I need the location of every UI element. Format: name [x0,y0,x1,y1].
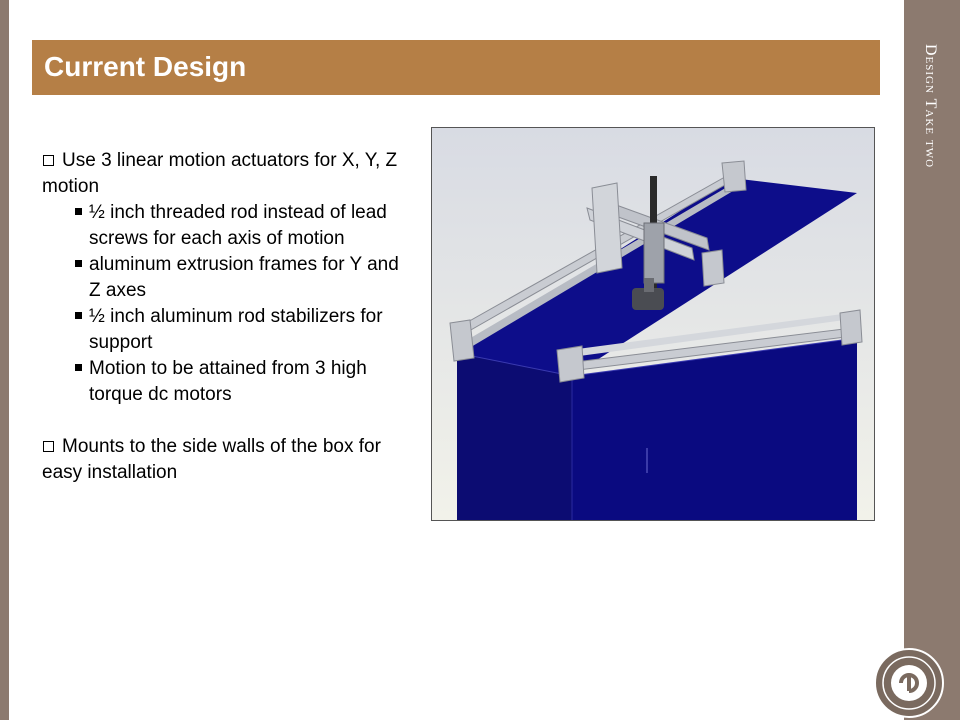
bullet-text: Mounts to the side walls of the box for … [42,436,381,483]
bullet-text: Use 3 linear motion actuators for X, Y, … [42,150,398,197]
sub-bullet-item: aluminum extrusion frames for Y and Z ax… [75,252,414,304]
cad-render-image [431,127,875,521]
sub-bullet-item: Motion to be attained from 3 high torque… [75,356,414,408]
square-bullet-icon [75,364,82,371]
cad-model-drawing [432,128,874,520]
bullet-item: Use 3 linear motion actuators for X, Y, … [42,148,414,200]
checkbox-bullet-icon [43,155,54,166]
content-list: Use 3 linear motion actuators for X, Y, … [42,148,414,486]
checkbox-bullet-icon [43,441,54,452]
sub-bullet-item: ½ inch threaded rod instead of lead scre… [75,200,414,252]
sub-bullet-text: Motion to be attained from 3 high torque… [89,358,367,405]
sub-bullet-text: aluminum extrusion frames for Y and Z ax… [89,254,399,301]
college-of-engineering-seal [874,648,944,718]
square-bullet-icon [75,260,82,267]
sidebar [904,0,960,720]
sub-bullet-text: ½ inch aluminum rod stabilizers for supp… [89,306,383,353]
sub-bullet-item: ½ inch aluminum rod stabilizers for supp… [75,304,414,356]
square-bullet-icon [75,208,82,215]
title-bar: Current Design [32,40,880,95]
page-title: Current Design [44,51,247,82]
bullet-item: Mounts to the side walls of the box for … [42,434,414,486]
sub-bullet-text: ½ inch threaded rod instead of lead scre… [89,202,387,249]
side-title: Design Take two [922,44,939,169]
square-bullet-icon [75,312,82,319]
